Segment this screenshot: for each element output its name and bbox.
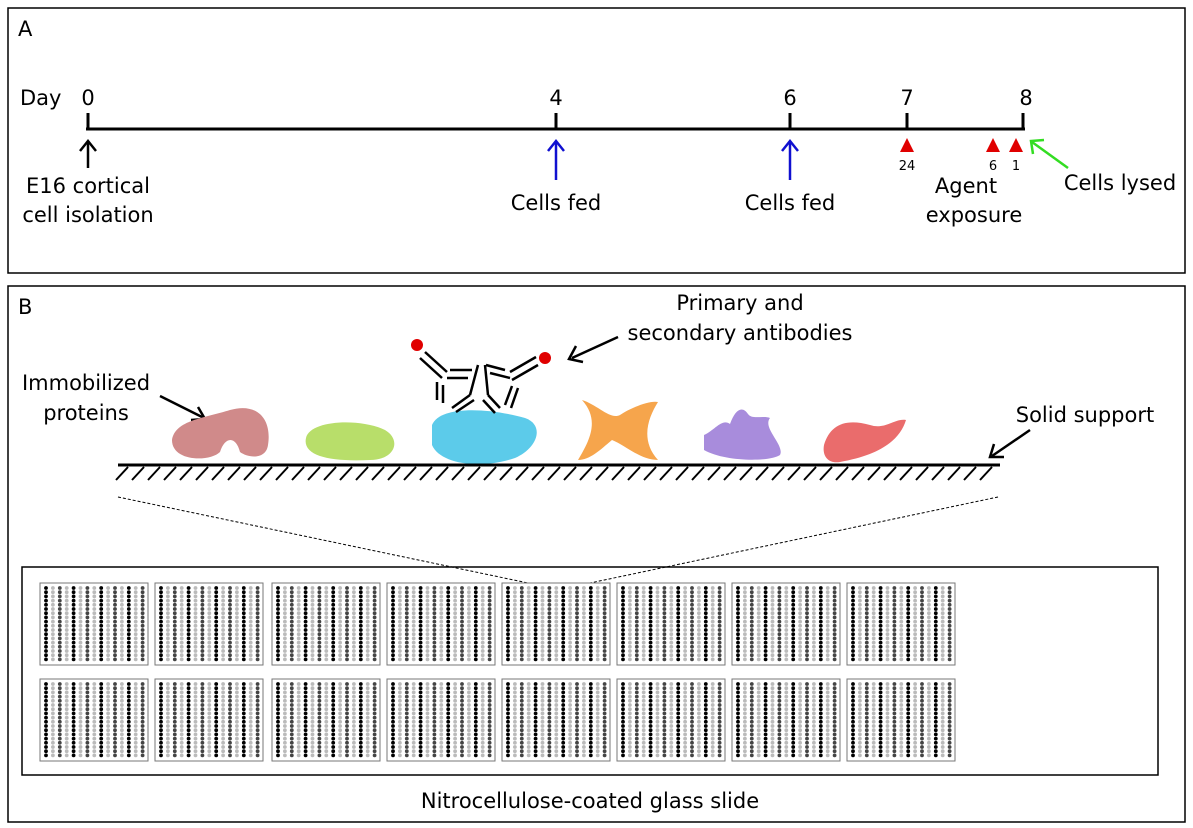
array-block (846, 582, 956, 666)
panel-b: B Primary and secondary antibodies Immob… (7, 285, 1186, 823)
array-block (386, 678, 496, 762)
array-block (616, 582, 726, 666)
antibody-icon (419, 351, 539, 414)
immobilized-label-1: Immobilized (22, 371, 150, 395)
cells-fed-label-2: Cells fed (745, 191, 836, 215)
array-block (154, 678, 264, 762)
exposure-triangle-icon (900, 138, 1023, 152)
array-block (846, 678, 956, 762)
protein-shape (432, 410, 537, 465)
array-block (501, 582, 611, 666)
protein-shape (823, 419, 906, 463)
day-label: Day (20, 86, 61, 110)
array-block (39, 678, 149, 762)
exposure-hours-6: 6 (989, 159, 997, 174)
immobilized-label-2: proteins (43, 401, 129, 425)
exposure-hours-24: 24 (899, 159, 916, 174)
support-arrow-icon (988, 428, 1031, 459)
array-block (386, 582, 496, 666)
lysed-arrow-icon (1029, 138, 1069, 170)
isolation-label-2: cell isolation (22, 203, 153, 227)
day-4: 4 (549, 86, 562, 110)
day-7: 7 (900, 86, 913, 110)
array-block (501, 678, 611, 762)
panel-a-label: A (18, 17, 33, 41)
day-6: 6 (783, 86, 796, 110)
label-dot-icon (539, 352, 551, 364)
solid-support-label: Solid support (1016, 403, 1154, 427)
day-8: 8 (1019, 86, 1032, 110)
day-0: 0 (81, 86, 94, 110)
cells-fed-label-1: Cells fed (511, 191, 602, 215)
array-block (271, 678, 381, 762)
glass-slide (21, 566, 1159, 776)
zoom-line-right (589, 496, 999, 584)
array-block (731, 678, 841, 762)
protein-shape (305, 422, 395, 461)
immobilized-proteins (172, 400, 906, 465)
agent-label-2: exposure (926, 203, 1023, 227)
panel-a: A Day 0 4 6 7 8 E16 cortical cell isolat… (7, 7, 1186, 274)
support-hatching (115, 466, 993, 481)
array-block (271, 582, 381, 666)
protein-shape (578, 400, 658, 460)
agent-label-1: Agent (935, 174, 997, 198)
antibodies-label-2: secondary antibodies (628, 321, 853, 345)
fed-arrow-icon (547, 138, 799, 180)
array-block (154, 582, 264, 666)
immobilized-arrow-icon (159, 394, 208, 422)
protein-shape (704, 409, 781, 460)
array-block (616, 678, 726, 762)
slide-label: Nitrocellulose-coated glass slide (421, 789, 759, 813)
panel-b-label: B (18, 295, 32, 319)
label-dot-icon (411, 339, 423, 351)
zoom-line-left (117, 496, 529, 584)
protein-shape (172, 408, 269, 459)
antibodies-arrow-icon (567, 335, 619, 364)
array-block (39, 582, 149, 666)
isolation-label-1: E16 cortical (26, 174, 150, 198)
isolation-arrow-icon (79, 138, 97, 168)
antibodies-label-1: Primary and (676, 291, 803, 315)
protein-arrays (39, 582, 956, 762)
array-block (731, 582, 841, 666)
cells-lysed-label: Cells lysed (1064, 171, 1176, 195)
exposure-hours-1: 1 (1012, 159, 1020, 174)
